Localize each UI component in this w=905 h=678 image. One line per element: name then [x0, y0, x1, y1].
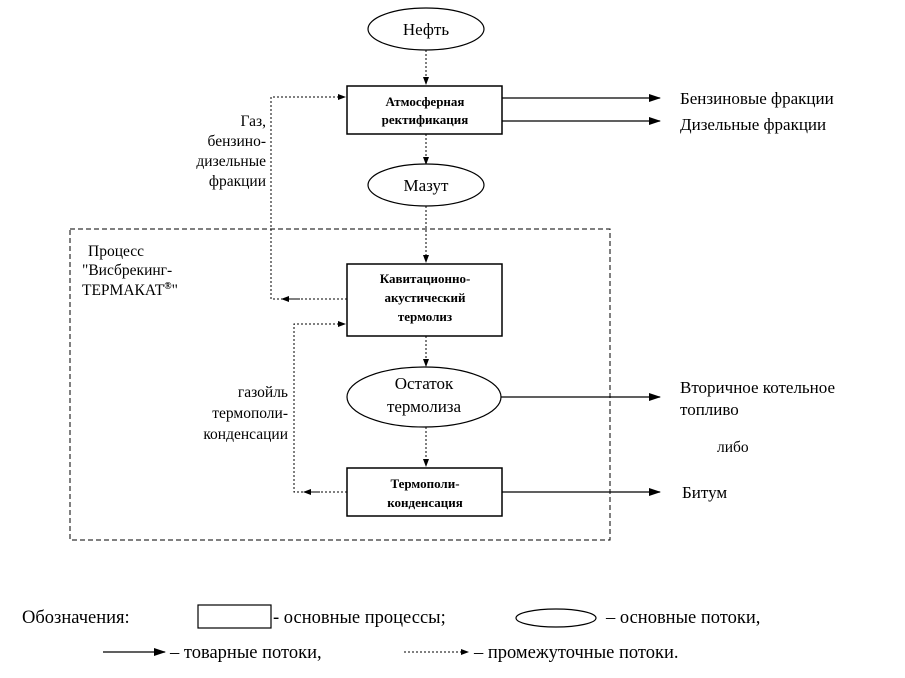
cav-label-1: Кавитационно- [380, 271, 471, 286]
legend-title: Обозначения: [22, 608, 130, 628]
flow-gasoil-recycle [293, 321, 347, 493]
gas-label-1: Газ, [241, 113, 266, 130]
process-label-3-quote: " [172, 282, 178, 299]
process-frame [69, 228, 611, 541]
gasoline-label: Бензиновые фракции [680, 89, 834, 108]
cav-label-3: термолиз [398, 309, 452, 324]
legend: Обозначения: - основные процессы; – осно… [22, 604, 760, 663]
termo-label-2: конденсация [387, 495, 463, 510]
registered-mark: ® [164, 281, 172, 292]
atm-rectification-box: Атмосферная ректификация [346, 85, 503, 135]
process-label-group: Процесс "Висбрекинг- ТЕРМАКАТ®" [82, 243, 178, 299]
process-label-3: ТЕРМАКАТ®" [82, 281, 178, 299]
gasoil-label-1: газойль [238, 384, 288, 401]
atm-label-1: Атмосферная [386, 94, 465, 109]
gas-label-3: дизельные [196, 153, 266, 170]
gasoil-label-2: термополи- [212, 405, 288, 422]
gas-label-2: бензино- [208, 133, 266, 150]
legend-intermediate-flows: – промежуточные потоки. [473, 643, 678, 663]
atm-label-2: ректификация [382, 112, 469, 127]
process-label-3-main: ТЕРМАКАТ [82, 282, 165, 299]
flow-gas-recycle [270, 94, 347, 300]
termo-box: Термополи- конденсация [346, 467, 503, 517]
residue-label-2: термолиза [387, 397, 462, 416]
mazut-node: Мазут [367, 163, 485, 207]
or-label: либо [717, 439, 749, 456]
gas-label-4: фракции [209, 173, 266, 190]
process-label-1: Процесс [88, 243, 144, 260]
oil-node: Нефть [367, 7, 485, 51]
legend-main-processes: - основные процессы; [273, 608, 446, 628]
cavitation-box: Кавитационно- акустический термолиз [346, 263, 503, 337]
legend-box-sample [197, 604, 272, 629]
termo-label-1: Термополи- [390, 476, 459, 491]
cav-label-2: акустический [384, 290, 466, 305]
gasoil-label-3: конденсации [203, 426, 288, 443]
diesel-label: Дизельные фракции [680, 115, 826, 134]
oil-label: Нефть [403, 20, 449, 39]
fuel-label-1: Вторичное котельное [680, 378, 835, 397]
mazut-label: Мазут [404, 176, 450, 195]
process-label-2: "Висбрекинг- [82, 262, 172, 279]
residue-node: Остаток термолиза [346, 366, 502, 428]
residue-label-1: Остаток [395, 374, 454, 393]
bitumen-label: Битум [682, 483, 727, 502]
fuel-label-2: топливо [680, 400, 739, 419]
legend-ellipse-sample [515, 608, 597, 628]
gas-label-group: Газ, бензино- дизельные фракции [196, 113, 266, 190]
legend-product-flows: – товарные потоки, [169, 643, 322, 663]
gasoil-label-group: газойль термополи- конденсации [203, 384, 288, 443]
legend-main-flows: – основные потоки, [605, 608, 760, 628]
